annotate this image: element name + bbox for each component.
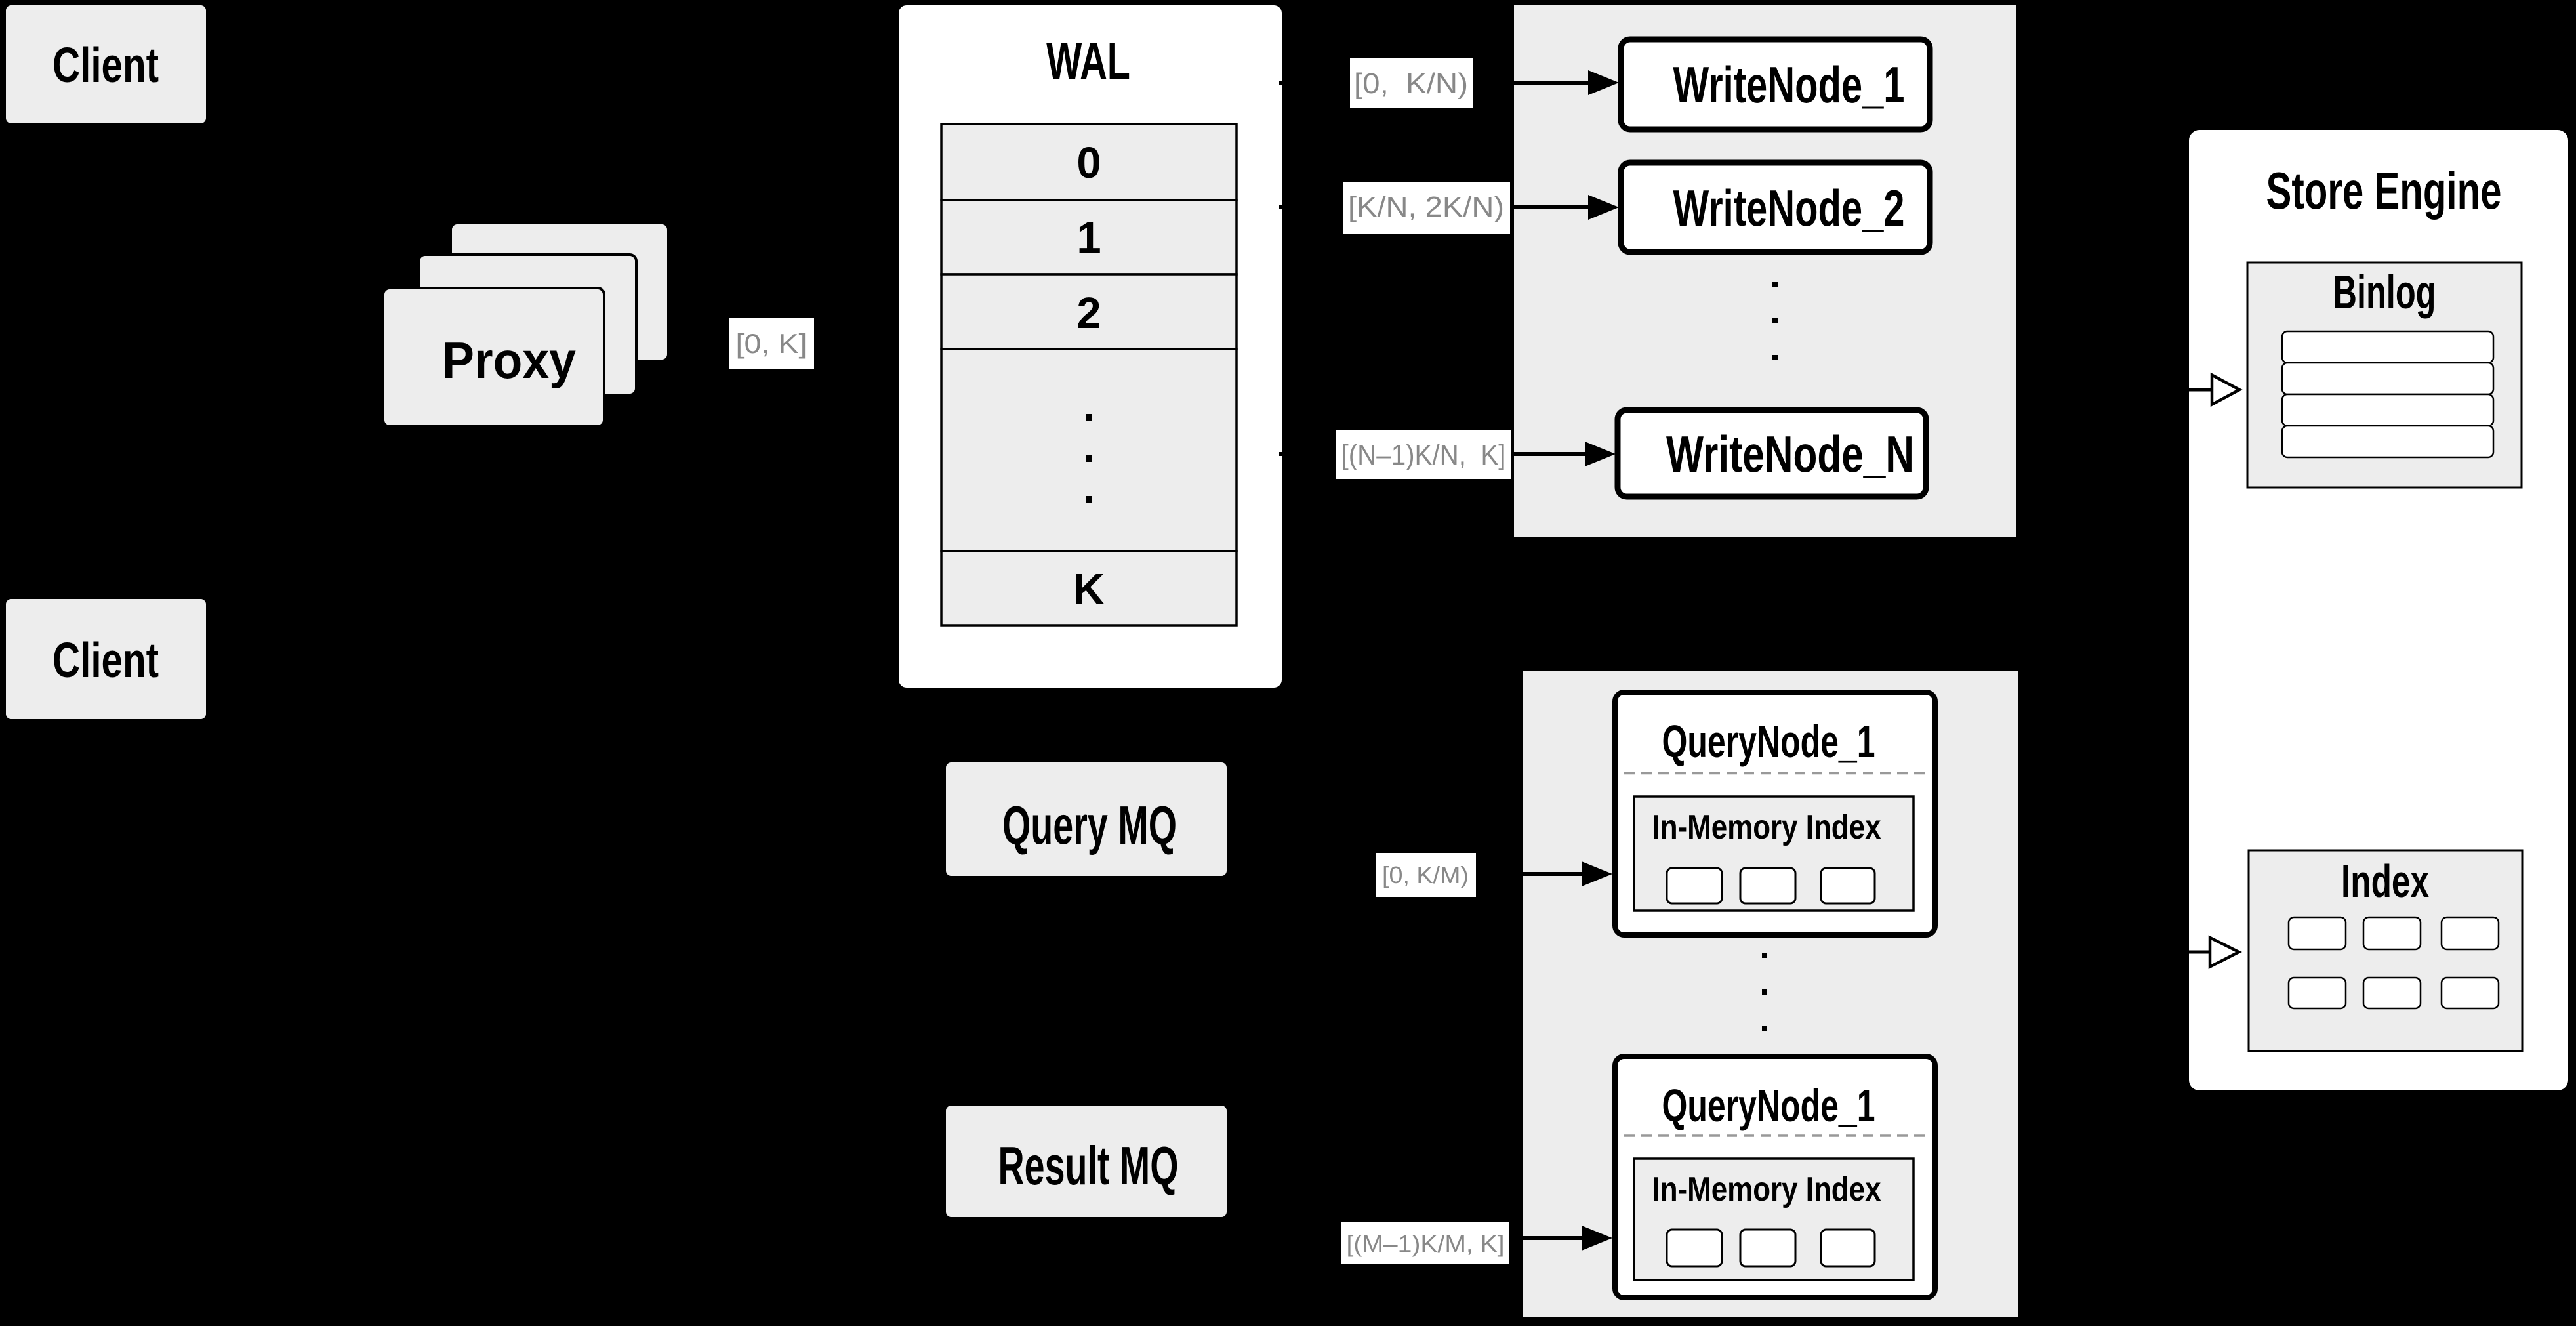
svg-text:Client: Client	[52, 37, 159, 93]
svg-text:Query MQ: Query MQ	[1002, 795, 1177, 856]
svg-text:[K/N, 2K/N): [K/N, 2K/N)	[1348, 191, 1504, 223]
svg-text:QueryNode_1: QueryNode_1	[1662, 1080, 1875, 1131]
svg-text:K: K	[1073, 565, 1105, 614]
svg-text:WriteNode_N: WriteNode_N	[1666, 425, 1914, 483]
svg-text:[(M–1)K/M, K]: [(M–1)K/M, K]	[1347, 1230, 1505, 1257]
svg-text:2: 2	[1076, 289, 1101, 338]
svg-text:[0, K/M): [0, K/M)	[1382, 861, 1469, 888]
svg-text:Result MQ: Result MQ	[998, 1135, 1179, 1196]
svg-text:0: 0	[1076, 138, 1101, 188]
svg-text:1: 1	[1076, 213, 1101, 262]
svg-text:Index: Index	[2341, 856, 2429, 907]
svg-text:Binlog: Binlog	[2333, 266, 2436, 319]
svg-text:In-Memory Index: In-Memory Index	[1652, 1171, 1881, 1209]
svg-text:[0, K/N): [0, K/N)	[1354, 68, 1468, 100]
svg-text:WriteNode_2: WriteNode_2	[1673, 179, 1905, 237]
svg-text:In-Memory Index: In-Memory Index	[1652, 808, 1881, 846]
svg-text:QueryNode_1: QueryNode_1	[1662, 716, 1875, 767]
svg-text:WAL: WAL	[1046, 31, 1130, 90]
svg-text:WriteNode_1: WriteNode_1	[1673, 56, 1905, 114]
svg-text:Proxy: Proxy	[442, 331, 576, 389]
svg-text:Client: Client	[52, 632, 159, 688]
svg-text:Store Engine: Store Engine	[2266, 161, 2502, 220]
svg-text:[(N–1)K/N, K]: [(N–1)K/N, K]	[1341, 439, 1506, 471]
svg-text:[0, K]: [0, K]	[736, 328, 808, 359]
